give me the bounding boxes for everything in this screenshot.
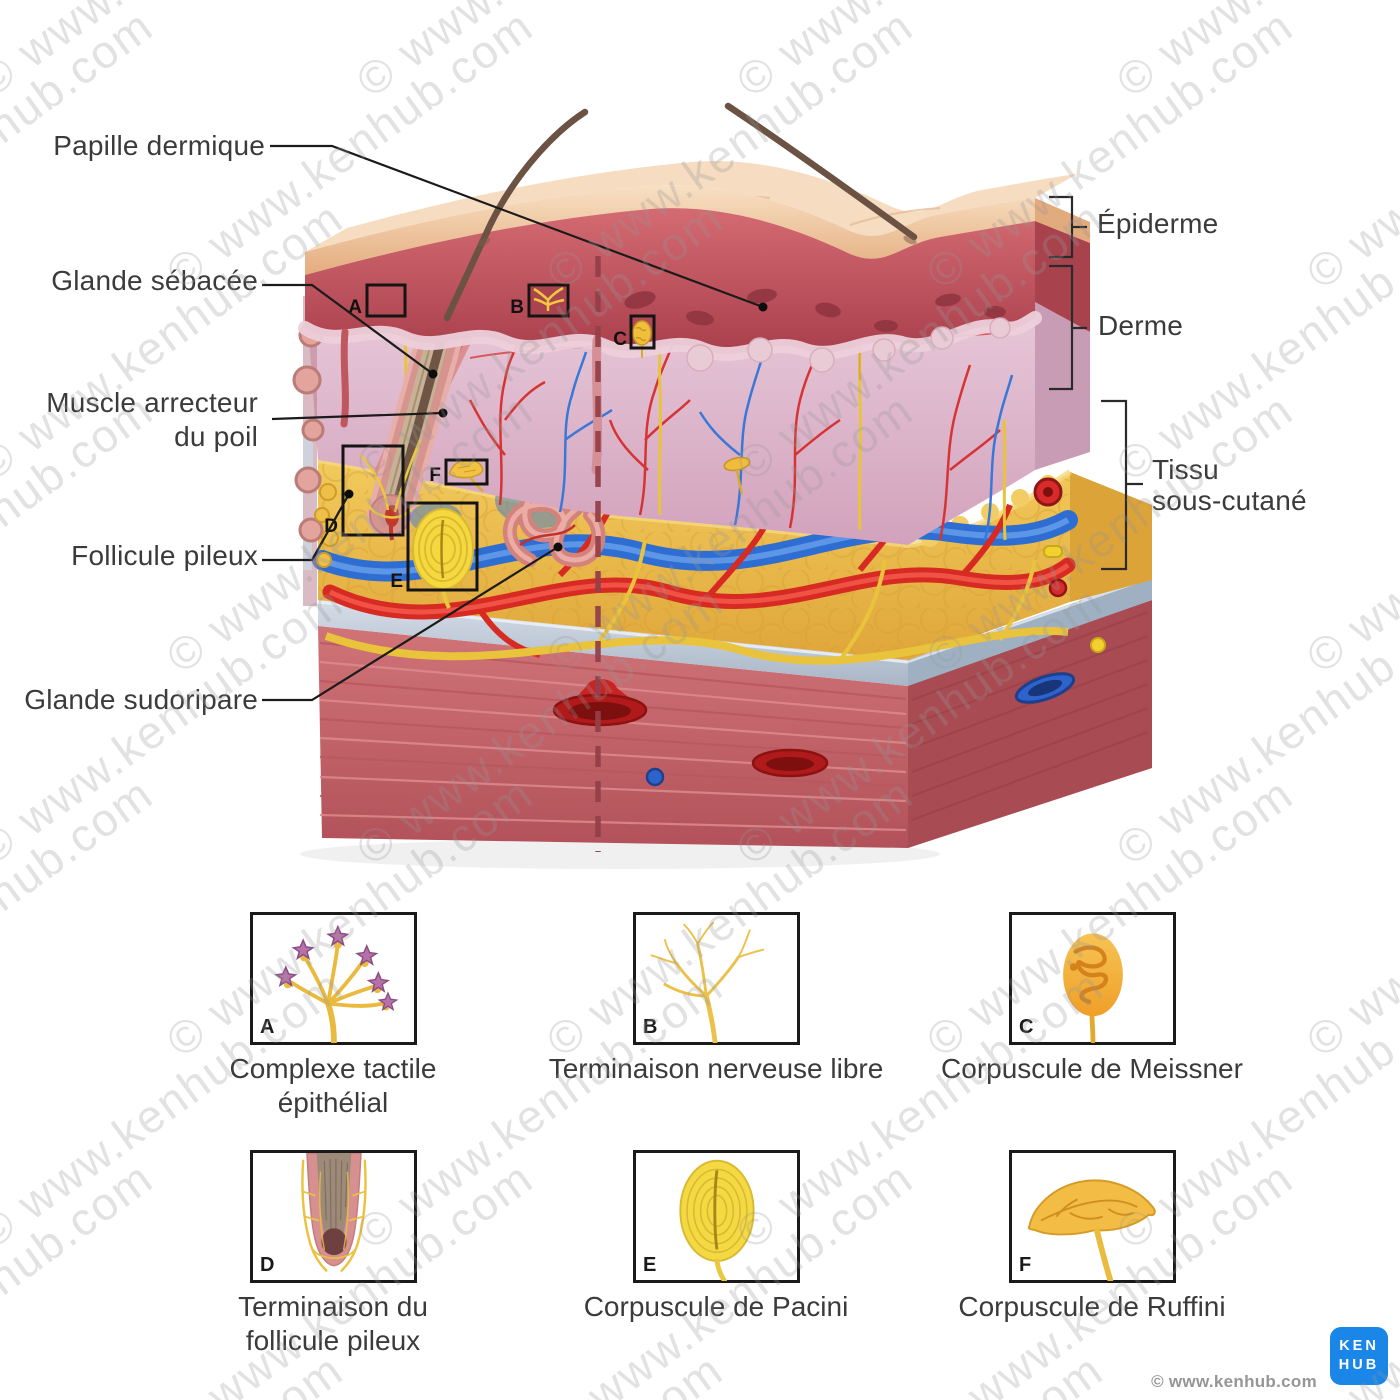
label-follicule-pileux: Follicule pileux	[71, 539, 258, 573]
artery-opening-icon	[552, 679, 829, 778]
label-muscle-arrecteur: Muscle arrecteur du poil	[46, 386, 258, 454]
nerve	[324, 539, 1069, 665]
caption-hair-follicle-ending: Terminaison du follicule pileux	[143, 1290, 523, 1358]
label-text: Follicule pileux	[71, 540, 258, 571]
leader-dots	[344, 302, 768, 552]
marker-letter-f: F	[429, 465, 441, 486]
caption-text: Terminaison nerveuse libre	[548, 1053, 884, 1084]
vessel-stubs	[1033, 477, 1068, 598]
caption-text: Complexe tactile	[229, 1053, 437, 1084]
label-text: du poil	[174, 421, 258, 452]
label-text: Derme	[1098, 310, 1184, 341]
hair-follicle-ending-icon	[301, 1153, 367, 1272]
ruffini-in-dermis-icon	[723, 456, 751, 495]
leader-lines	[262, 144, 764, 702]
marker-letter-e: E	[390, 571, 403, 592]
label-glande-sebacee: Glande sébacée	[51, 264, 258, 298]
ruffini-corpuscle-icon	[1027, 1179, 1156, 1282]
papillae-holes	[624, 288, 1006, 332]
label-text: Tissu	[1152, 454, 1219, 485]
legend-box-c: C	[1009, 912, 1176, 1045]
meissner-corpuscle-icon	[1063, 933, 1123, 1044]
caption-text: Corpuscule de Meissner	[941, 1053, 1243, 1084]
label-text: Muscle arrecteur	[46, 387, 258, 418]
legend-letter: D	[260, 1254, 275, 1276]
dermal-papillae-mounds	[686, 317, 1011, 373]
legend-letter: C	[1019, 1016, 1034, 1038]
label-papille-dermique: Papille dermique	[53, 129, 265, 163]
hair-shafts	[443, 102, 918, 322]
label-text: Glande sudoripare	[24, 684, 258, 715]
kenhub-logo: KEN HUB	[1330, 1327, 1388, 1385]
legend-letter: A	[260, 1016, 275, 1038]
epidermis-layer	[298, 161, 1090, 475]
label-epiderme: Épiderme	[1097, 207, 1218, 241]
legend-box-d: D	[250, 1150, 417, 1283]
caption-tactile-complex: Complexe tactile épithélial	[143, 1052, 523, 1120]
legend-letter: F	[1019, 1254, 1032, 1276]
block-shadow	[300, 839, 940, 869]
hair-follicle	[359, 299, 467, 541]
legend-box-e: E	[633, 1150, 800, 1283]
muscle-layer	[318, 600, 1152, 848]
pacini-corpuscle-icon	[679, 1159, 755, 1282]
free-nerve-ending-in-epidermis-icon	[531, 286, 566, 314]
caption-meissner: Corpuscule de Meissner	[902, 1052, 1282, 1086]
vein-cross-section-icon	[1014, 672, 1076, 704]
caption-text: épithélial	[277, 1087, 389, 1118]
legend-box-f: F	[1009, 1150, 1176, 1283]
legend-letter: E	[643, 1254, 657, 1276]
caption-text: follicule pileux	[245, 1325, 421, 1356]
marker-letter-a: A	[348, 297, 362, 318]
caption-text: Corpuscule de Ruffini	[958, 1291, 1226, 1322]
marker-boxes	[341, 283, 656, 592]
vein-dot-icon	[645, 767, 665, 787]
label-tissu-sous-cutane: Tissu sous-cutané	[1152, 454, 1307, 516]
caption-text: Corpuscule de Pacini	[583, 1291, 849, 1322]
legend-box-b: B	[633, 912, 800, 1045]
tactile-complex-icon	[275, 925, 398, 1044]
caption-free-nerve-ending: Terminaison nerveuse libre	[526, 1052, 906, 1086]
label-glande-sudoripare: Glande sudoripare	[24, 683, 258, 717]
legend-letter: B	[643, 1016, 658, 1038]
sweat-duct	[340, 328, 349, 428]
copyright-text: © www.kenhub.com	[1151, 1372, 1317, 1391]
caption-ruffini: Corpuscule de Ruffini	[902, 1290, 1282, 1324]
caption-pacini: Corpuscule de Pacini	[526, 1290, 906, 1324]
logo-text: HUB	[1338, 1357, 1380, 1373]
layer-brackets	[1049, 195, 1143, 571]
caption-text: Terminaison du	[238, 1291, 428, 1322]
label-text: Glande sébacée	[51, 265, 258, 296]
label-derme: Derme	[1098, 309, 1183, 343]
marker-letter-c: C	[613, 329, 627, 350]
label-text: Épiderme	[1097, 208, 1219, 239]
nerve-cross-section-icon	[1090, 637, 1106, 653]
logo-text: KEN	[1339, 1338, 1379, 1354]
legend-box-a: A	[250, 912, 417, 1045]
marker-letter-b: B	[510, 297, 524, 318]
label-text: Papille dermique	[53, 130, 265, 161]
label-text: sous-cutané	[1152, 485, 1307, 516]
free-nerve-ending-icon	[650, 921, 765, 1044]
